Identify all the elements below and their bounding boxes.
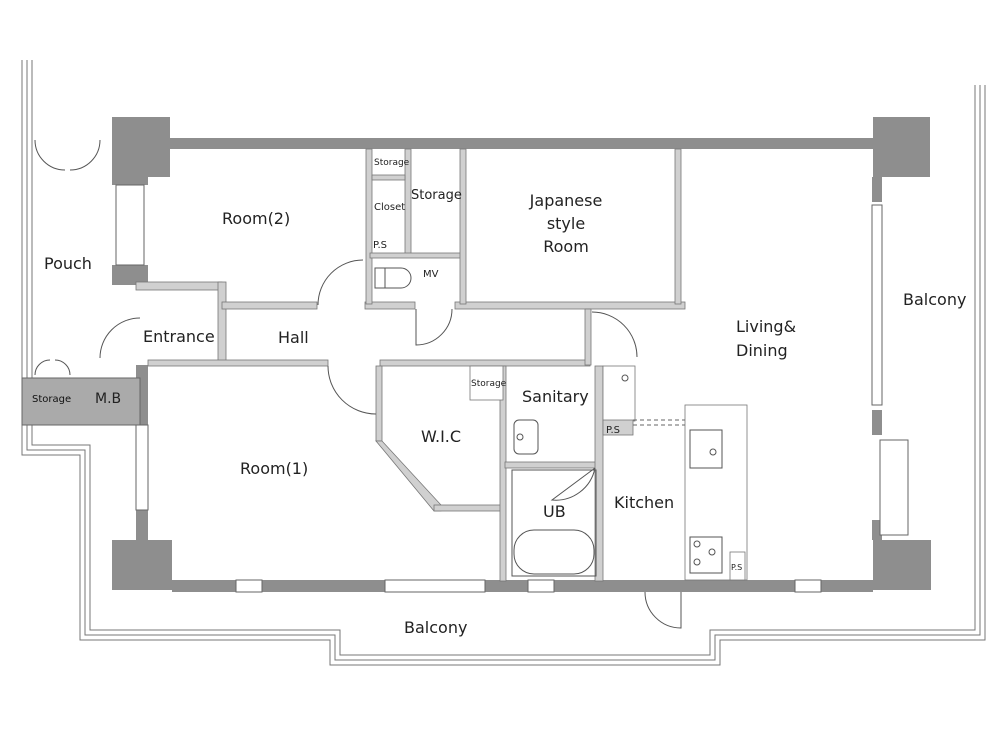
label-sanitary: Sanitary [522, 387, 589, 406]
windows [21, 184, 909, 593]
label-living-1: Living& [736, 317, 796, 336]
label-entrance: Entrance [143, 327, 215, 346]
label-japanese-1: Japanese [529, 191, 603, 210]
interior-walls [135, 148, 748, 582]
label-mv: MV [423, 269, 439, 280]
exterior-walls [112, 117, 931, 592]
balcony-railing [21, 60, 986, 666]
label-ps-mid: P.S [606, 425, 620, 436]
doors [34, 139, 682, 629]
label-japanese-3: Room [543, 237, 589, 256]
label-balcony-bottom: Balcony [404, 618, 467, 637]
label-room1: Room(1) [240, 459, 308, 478]
label-closet: Closet [374, 202, 405, 213]
label-hall: Hall [278, 328, 309, 347]
label-ps-kitchen: P.S [731, 563, 742, 572]
label-ps-top: P.S [373, 240, 387, 251]
label-japanese-2: style [547, 214, 585, 233]
label-kitchen: Kitchen [614, 493, 674, 512]
room-labels: Pouch Room(2) Storage Closet P.S Storage… [32, 158, 966, 637]
label-pouch: Pouch [44, 254, 92, 273]
label-room2: Room(2) [222, 209, 290, 228]
label-storage-small: Storage [374, 158, 410, 168]
label-living-2: Dining [736, 341, 788, 360]
label-mb: M.B [95, 391, 121, 407]
label-ub: UB [543, 502, 566, 521]
label-wic: W.I.C [421, 427, 461, 446]
label-storage: Storage [411, 188, 462, 203]
label-storage-left: Storage [32, 394, 71, 405]
label-balcony-right: Balcony [903, 290, 966, 309]
label-storage-mid: Storage [471, 379, 507, 389]
